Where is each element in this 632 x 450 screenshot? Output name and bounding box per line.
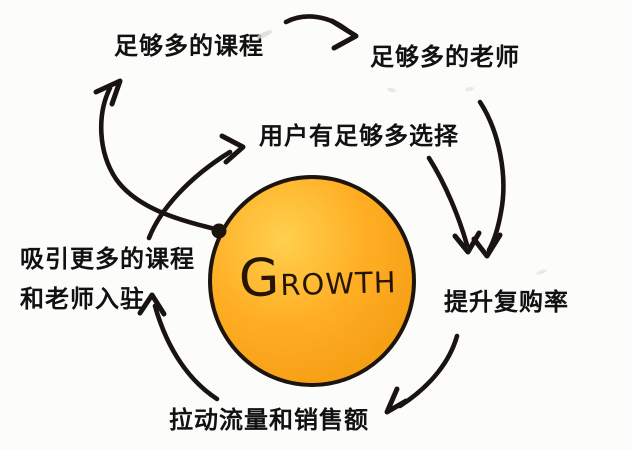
arrow-attract-to-choices — [146, 133, 246, 241]
growth-center-label: GROWTH — [238, 248, 397, 310]
node-label-attract-line2: 和老师入驻 — [20, 286, 145, 313]
node-label-attract-line1: 吸引更多的课程 — [20, 246, 195, 273]
node-label-courses: 足够多的课程 — [114, 33, 264, 60]
arrow-sales-to-attract — [137, 292, 220, 402]
node-label-attract: 吸引更多的课程 和老师入驻 — [20, 240, 195, 320]
arrow-choices-to-repurchase — [426, 155, 482, 255]
arrow-growth-to-courses — [93, 78, 222, 233]
node-label-repurchase: 提升复购率 — [444, 289, 569, 316]
arrow-courses-to-teachers — [283, 14, 359, 51]
node-label-teachers: 足够多的老师 — [370, 44, 520, 71]
arrow-repurchase-to-sales — [384, 333, 460, 415]
node-label-choices: 用户有足够多选择 — [259, 123, 459, 150]
node-label-sales: 拉动流量和销售额 — [169, 407, 369, 434]
growth-circle — [208, 175, 416, 387]
arrow-teachers-to-repurchase — [471, 99, 506, 259]
